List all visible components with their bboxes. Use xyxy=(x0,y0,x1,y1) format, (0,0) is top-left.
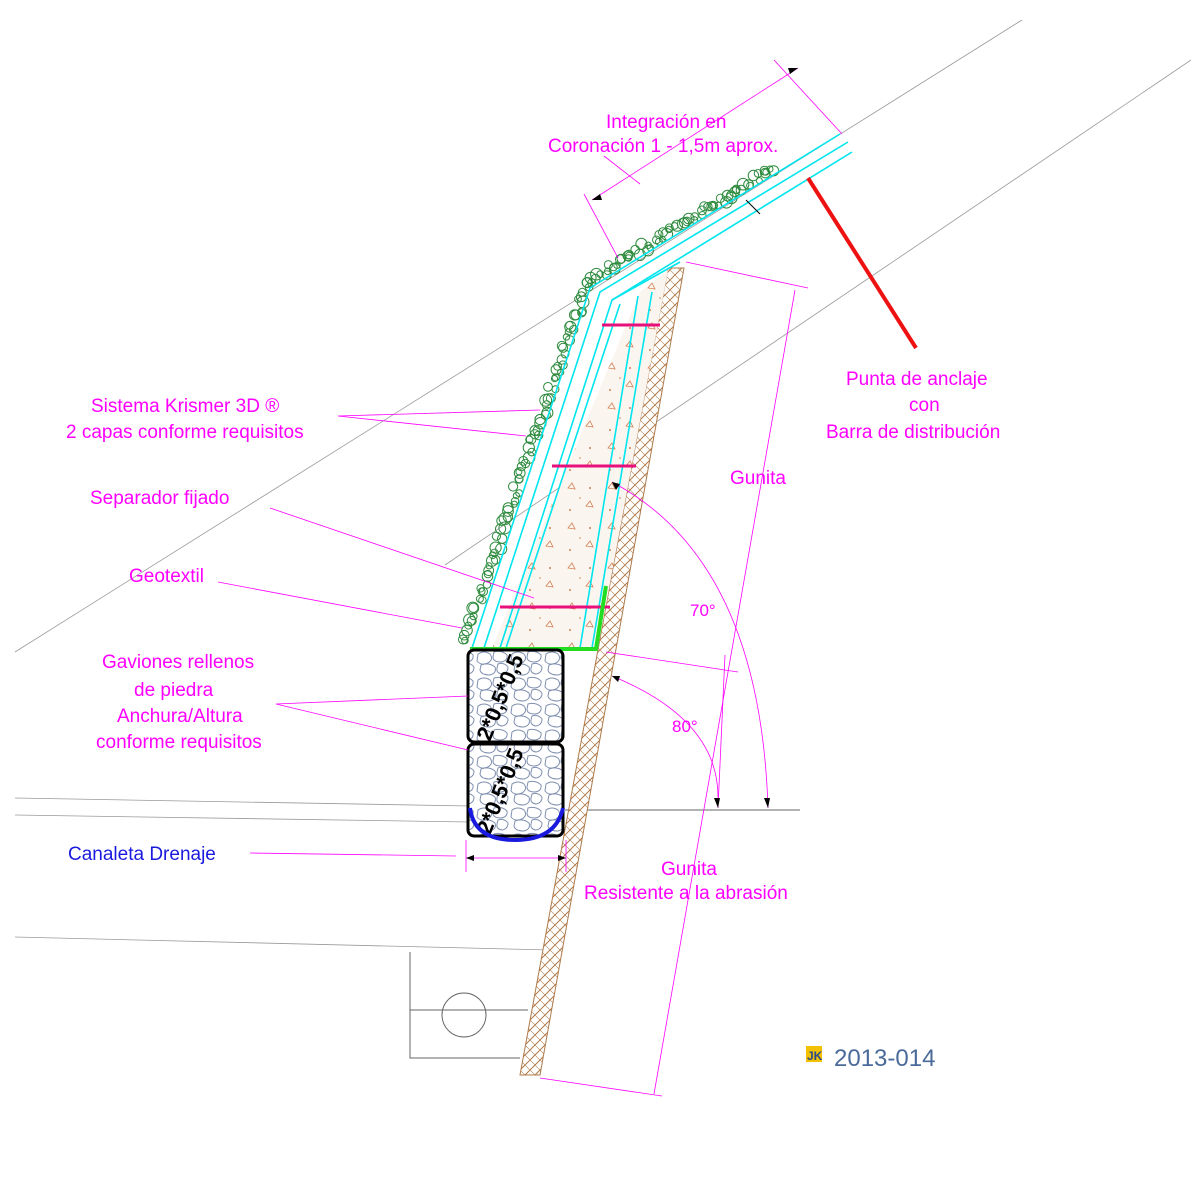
vegetation-leaf xyxy=(540,409,551,420)
vegetation-leaf xyxy=(458,634,468,645)
vegetation-leaf xyxy=(671,219,684,232)
drawing-reference: 2013-014 xyxy=(834,1045,935,1072)
vegetation-leaf xyxy=(732,185,741,195)
vegetation-leaf xyxy=(747,169,760,182)
layer-tick xyxy=(745,199,761,215)
vegetation-leaf xyxy=(644,241,652,250)
vegetation-leaf xyxy=(550,364,562,376)
vegetation-leaf xyxy=(574,295,582,303)
vegetation-leaf xyxy=(502,511,514,523)
vegetation-leaf xyxy=(721,189,734,202)
vegetation-leaf xyxy=(703,202,713,212)
sistema-label-2: 2 capas conforme requisitos xyxy=(66,422,304,443)
logo-text: JK xyxy=(807,1049,823,1063)
gunite-layer xyxy=(519,267,685,1076)
vegetation-leaf xyxy=(690,212,699,221)
gaviones-label-2: de piedra xyxy=(134,680,214,701)
vegetation-leaf xyxy=(625,251,633,260)
vegetation-leaf xyxy=(635,237,648,250)
dimension-arrows xyxy=(466,68,798,861)
vegetation-leaf xyxy=(603,267,612,276)
vegetation-leaf xyxy=(577,287,587,297)
vegetation-leaf xyxy=(564,335,575,346)
vegetation-leaf xyxy=(581,277,592,288)
logo: JK xyxy=(806,1046,823,1063)
vegetation-leaf xyxy=(514,474,524,484)
vegetation-leaf xyxy=(562,333,571,341)
leader-lines xyxy=(217,59,843,1097)
gunita-top-label: Gunita xyxy=(730,468,786,489)
vegetation-leaf xyxy=(466,601,480,615)
vegetation-leaf xyxy=(558,342,569,353)
vegetation-leaf xyxy=(575,291,587,303)
anchor-bar xyxy=(806,176,918,350)
drainage-channel xyxy=(468,807,565,843)
vegetation-leaf xyxy=(497,533,508,544)
gunita-bottom-label-1: Gunita xyxy=(661,859,717,880)
vegetation-leaf xyxy=(510,497,520,506)
punta-label-3: Barra de distribución xyxy=(826,422,1000,443)
vegetation-leaf xyxy=(482,580,492,589)
vegetation-leaf xyxy=(708,200,719,211)
punta-label-2: con xyxy=(909,395,940,416)
vegetation-leaf xyxy=(496,515,507,527)
vegetation-leaf xyxy=(529,429,541,440)
vegetation-leaf xyxy=(476,584,485,593)
gunita-bottom-label-2: Resistente a la abrasión xyxy=(584,883,788,904)
vegetation-leaf xyxy=(545,393,556,404)
vegetation-leaf xyxy=(556,340,567,351)
vegetation-leaf xyxy=(551,373,560,382)
gaviones-label-4: conforme requisitos xyxy=(96,732,262,753)
angle-80-label: 80° xyxy=(672,717,698,736)
vegetation-leaf xyxy=(603,260,614,270)
vegetation-leaf xyxy=(565,321,574,330)
integracion-label-1: Integración en xyxy=(606,112,726,133)
vegetation-leaf xyxy=(768,165,780,177)
culvert xyxy=(409,952,528,1059)
vegetation-leaf xyxy=(715,193,726,204)
vegetation-leaf xyxy=(489,541,502,554)
krismer-layers xyxy=(471,133,853,649)
vegetation-leaf xyxy=(498,512,512,526)
sistema-label-1: Sistema Krismer 3D ® xyxy=(91,396,279,417)
integracion-label-2: Coronación 1 - 1,5m aprox. xyxy=(548,136,778,157)
vegetation-leaf xyxy=(550,375,559,383)
vegetation-leaf xyxy=(502,502,514,514)
vegetation-leaf xyxy=(736,177,750,191)
vegetation-leaf xyxy=(512,492,521,500)
vegetation-leaf xyxy=(502,505,514,517)
gabions xyxy=(466,648,565,838)
vegetation-leaf xyxy=(515,468,523,476)
vegetation-leaf xyxy=(541,400,552,410)
vegetation-leaf xyxy=(478,596,487,605)
vegetation-leaf xyxy=(613,261,621,269)
vegetation xyxy=(458,165,780,645)
vegetation-leaf xyxy=(468,602,479,613)
vegetation-leaf xyxy=(525,435,534,444)
separators xyxy=(500,323,660,609)
vegetation-leaf xyxy=(513,467,526,479)
vegetation-leaf xyxy=(507,481,519,492)
vegetation-leaf xyxy=(766,165,774,173)
vegetation-leaf xyxy=(596,270,604,279)
angle-70-label: 70° xyxy=(690,601,716,620)
vegetation-leaf xyxy=(475,594,484,603)
canaleta-label: Canaleta Drenaje xyxy=(68,844,216,865)
vegetation-leaf xyxy=(463,613,476,627)
vegetation-leaf xyxy=(522,441,535,454)
vegetation-leaf xyxy=(486,554,498,567)
vegetation-leaf xyxy=(516,461,527,472)
vegetation-leaf xyxy=(543,382,553,392)
shotcrete-fill xyxy=(492,270,668,648)
punta-label-1: Punta de anclaje xyxy=(846,369,988,390)
vegetation-leaf xyxy=(664,223,674,233)
gaviones-label-1: Gaviones rellenos xyxy=(102,652,254,673)
gaviones-label-3: Anchura/Altura xyxy=(117,706,243,727)
vegetation-leaf xyxy=(753,169,763,178)
geotextil-label: Geotextil xyxy=(129,566,204,587)
separador-label: Separador fijado xyxy=(90,488,229,509)
